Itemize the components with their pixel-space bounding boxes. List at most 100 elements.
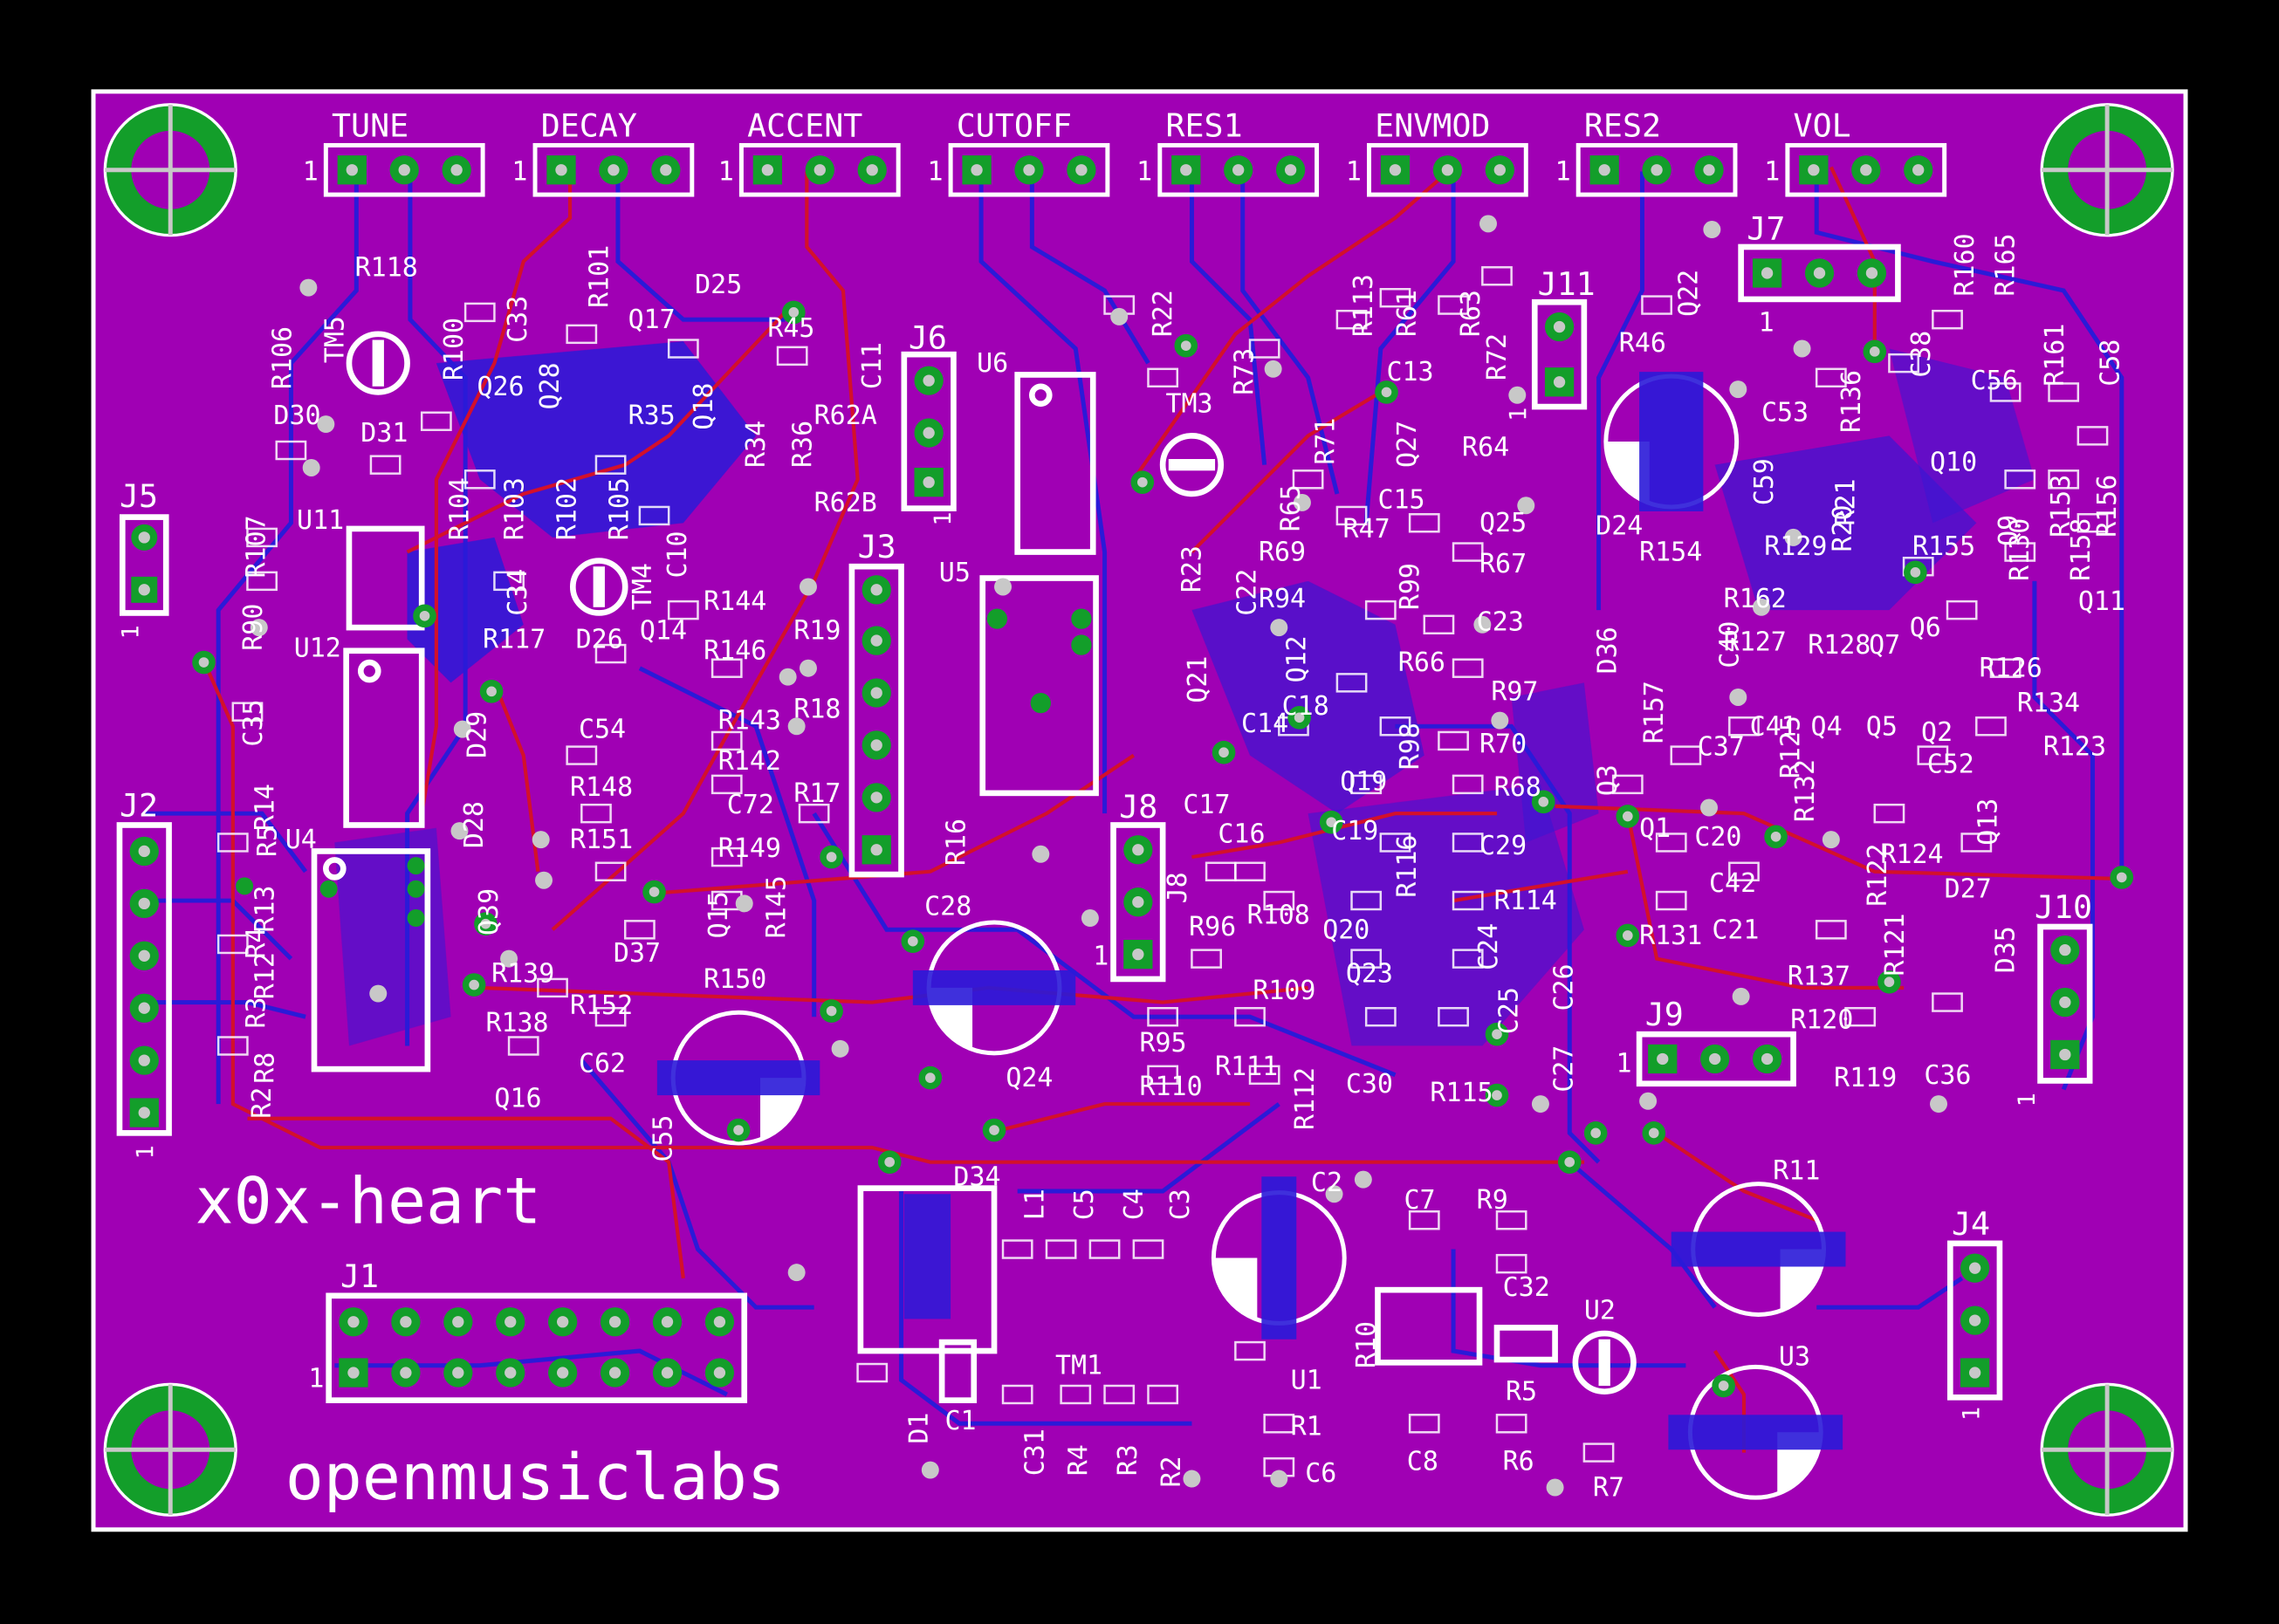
ref-designator: C3 (1165, 1189, 1196, 1220)
connector-label: J3 (858, 528, 896, 565)
ref-designator: R124 (1880, 839, 1943, 870)
ref-designator: C17 (1183, 790, 1230, 820)
ref-designator: U1 (1291, 1365, 1322, 1395)
ref-designator: C32 (1503, 1272, 1550, 1303)
ref-designator: C58 (2095, 339, 2125, 387)
ref-designator: D34 (953, 1161, 1000, 1192)
connector-j5: J5 1 (118, 477, 169, 639)
connector-j11: J11 1 (1505, 265, 1595, 421)
ref-designator: R146 (704, 636, 766, 667)
ref-designator: R16 (942, 819, 972, 866)
ref-designator: R96 (1189, 912, 1236, 942)
integrated-circuits (236, 372, 1558, 1403)
ref-designator: R9 (1477, 1185, 1508, 1216)
pot-label: RES1 (1165, 106, 1242, 144)
ref-designator: R99 (1395, 563, 1425, 610)
ref-designator: C20 (1694, 822, 1741, 853)
pot-headers: TUNE1DECAY1ACCENT1CUTOFF1RES11ENVMOD1RES… (303, 106, 1947, 197)
pot-label: RES2 (1584, 106, 1661, 144)
ref-designator: TM3 (1165, 389, 1212, 420)
ref-designator: C35 (238, 699, 269, 746)
ref-designator: Q6 (1910, 613, 1941, 643)
ref-designator: C52 (1927, 750, 1974, 780)
ref-designator: TM5 (319, 316, 350, 363)
svg-text:1: 1 (1136, 156, 1152, 187)
ref-designator: R104 (444, 477, 475, 540)
ref-designator: R73 (1229, 348, 1260, 395)
ref-designator: R123 (2043, 732, 2106, 763)
ref-designator: Q19 (1340, 767, 1387, 798)
connector-label: J1 (340, 1257, 379, 1295)
ref-designator: R138 (485, 1008, 548, 1038)
connector-label: J9 (1645, 996, 1684, 1033)
ref-designator: R116 (1392, 835, 1423, 898)
ref-designator: R112 (1290, 1067, 1321, 1130)
ref-designator: R165 (1991, 233, 2022, 296)
ref-designator: C30 (1346, 1069, 1393, 1100)
ref-designator: R100 (439, 318, 470, 380)
ref-designator: R161 (2040, 324, 2070, 387)
svg-text:1: 1 (132, 1145, 159, 1159)
ref-designator: Q18 (689, 383, 719, 430)
ref-designator: R18 (793, 694, 841, 724)
svg-text:1: 1 (511, 156, 527, 187)
ref-designator: R156 (2092, 475, 2123, 538)
ref-designator: C25 (1493, 987, 1524, 1034)
connector-label: J10 (2035, 888, 2092, 926)
connector-j3: J3 (848, 528, 904, 878)
ref-designator: D26 (576, 624, 623, 654)
ref-designator: C33 (503, 296, 533, 343)
ref-designator: Q26 (477, 372, 524, 402)
svg-text:1: 1 (1555, 156, 1571, 187)
ref-designator: Q4 (1811, 711, 1843, 742)
ref-designator: R114 (1494, 886, 1557, 916)
connector-j7: J7 1 (1738, 210, 1901, 339)
connector-label: J6 (909, 319, 947, 356)
connector-label: J2 (120, 786, 158, 824)
ref-designator: D27 (1945, 874, 1992, 905)
ref-designator: R145 (761, 875, 792, 938)
top-traces (202, 165, 2122, 1453)
ref-designator: R3 (241, 997, 271, 1028)
ref-designator: R144 (704, 586, 766, 617)
ref-designator: Q2 (1921, 717, 1953, 748)
mounting-holes (103, 103, 2174, 1517)
connector-label: J7 (1747, 210, 1785, 248)
ref-designator: R20 (1828, 504, 1858, 552)
board-name: x0x-heart (196, 1165, 542, 1239)
ref-designator: L1 (1020, 1189, 1051, 1220)
ref-designator: R101 (584, 245, 614, 308)
ref-designator: D24 (1596, 511, 1643, 542)
trimmers (346, 331, 1637, 1394)
ref-designator: U4 (285, 825, 317, 855)
ref-designator: R139 (491, 958, 554, 989)
ref-designator: C42 (1709, 868, 1756, 899)
ref-designator: Q16 (494, 1083, 541, 1114)
ref-designator: R134 (2017, 689, 2080, 719)
ref-designator: Q27 (1392, 421, 1423, 468)
svg-text:1: 1 (718, 156, 734, 187)
ref-designator: C53 (1761, 398, 1809, 428)
ref-designator: U12 (294, 633, 341, 663)
pot-header: RES2 1 (1555, 106, 1738, 197)
svg-text:1: 1 (303, 156, 319, 187)
svg-text:1: 1 (1759, 308, 1774, 339)
svg-text:1: 1 (927, 156, 943, 187)
ref-designator: Q28 (535, 362, 566, 409)
svg-text:1: 1 (1764, 156, 1780, 187)
ref-designator: R71 (1311, 418, 1342, 465)
ref-designator: R69 (1259, 538, 1306, 568)
ref-designator: R46 (1619, 328, 1666, 359)
ref-designator: C38 (1906, 331, 1937, 378)
ref-designator: R19 (793, 615, 841, 646)
ref-designator: R148 (570, 772, 633, 803)
ref-designator: R119 (1834, 1063, 1897, 1093)
svg-text:1: 1 (1093, 941, 1109, 971)
ref-designator: R94 (1259, 584, 1306, 614)
ref-designator: R21 (1830, 478, 1861, 525)
ref-designator: R125 (1775, 716, 1806, 778)
